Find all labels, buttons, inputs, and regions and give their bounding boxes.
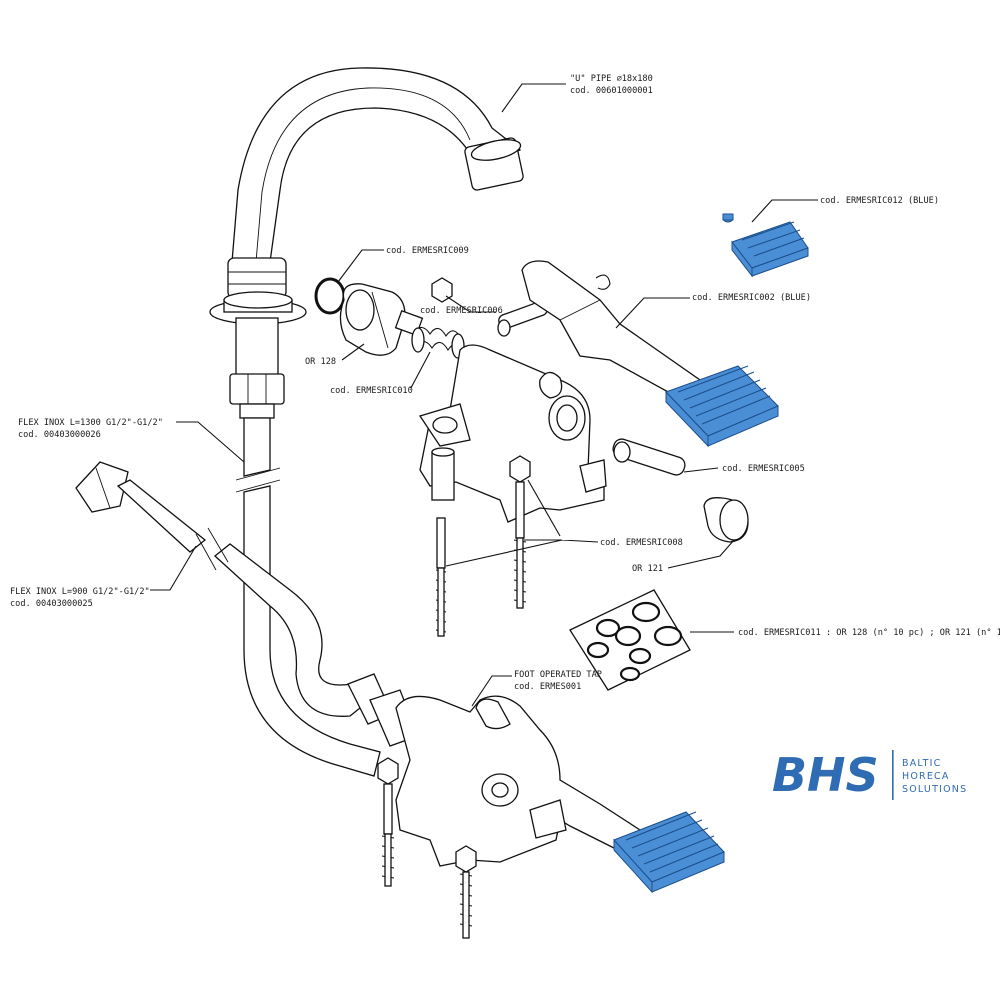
shaft-ermesric005 (612, 438, 686, 476)
screw-ermesric008-left (435, 517, 447, 637)
o-ring-kit-card (569, 589, 691, 691)
callout-foot-tap: FOOT OPERATED TAP cod. ERMES001 (514, 670, 602, 692)
logo-line-3: SOLUTIONS (902, 784, 967, 795)
logo-divider (892, 750, 894, 800)
spring-ermesric010 (411, 326, 465, 359)
callout-u-pipe-line1: "U" PIPE ⌀18x180 (570, 74, 653, 84)
spacer-sleeve (431, 447, 455, 501)
callout-u-pipe: "U" PIPE ⌀18x180 cod. 00601000001 (570, 74, 653, 96)
foot-operated-tap-assembled (347, 673, 641, 867)
screw-ermesric008-right (509, 455, 531, 609)
callout-flex-900: FLEX INOX L=900 G1/2"-G1/2" cod. 0040300… (10, 587, 150, 609)
plug-or121 (703, 497, 749, 543)
valve-cartridge (339, 283, 424, 356)
spout-nut-assembly (209, 257, 307, 419)
bhs-logo: BHS BALTIC HORECA SOLUTIONS (772, 748, 967, 802)
hex-nut-ermesric006 (431, 277, 453, 303)
callout-ermesric005: cod. ERMESRIC005 (722, 464, 805, 474)
callout-ermesric006: cod. ERMESRIC006 (420, 306, 503, 316)
logo-mark: BHS (772, 748, 879, 802)
callout-ermesric010: cod. ERMESRIC010 (330, 386, 413, 396)
callout-flex-1300-line1: FLEX INOX L=1300 G1/2"-G1/2" (18, 418, 163, 428)
callout-flex-1300-line2: cod. 00403000026 (18, 430, 101, 440)
screw-lower-right (455, 845, 477, 939)
pedal-pad-blue-lower (613, 811, 725, 894)
u-pipe (231, 67, 524, 263)
callout-ermesric008: cod. ERMESRIC008 (600, 538, 683, 548)
flex-hose-1300 (235, 417, 381, 777)
pedal-pad-blue-small (722, 213, 809, 278)
seal-ring-ermesric009 (314, 277, 346, 315)
valve-body (418, 344, 607, 523)
logo-line-1: BALTIC (902, 758, 941, 769)
callout-flex-900-line2: cod. 00403000025 (10, 599, 93, 609)
logo-line-2: HORECA (902, 771, 950, 782)
pedal-pad-blue-upper (665, 365, 779, 448)
callout-flex-900-line1: FLEX INOX L=900 G1/2"-G1/2" (10, 587, 150, 597)
callout-ermesric002: cod. ERMESRIC002 (BLUE) (692, 293, 811, 303)
callout-flex-1300: FLEX INOX L=1300 G1/2"-G1/2" cod. 004030… (18, 418, 163, 440)
screw-lower-left (377, 757, 399, 887)
callout-ermesric011: cod. ERMESRIC011 : OR 128 (n° 10 pc) ; O… (738, 628, 1000, 638)
callout-or121: OR 121 (632, 564, 663, 574)
callout-or128: OR 128 (305, 357, 336, 367)
flex-hose-900 (75, 461, 372, 717)
callout-ermesric009: cod. ERMESRIC009 (386, 246, 469, 256)
callout-u-pipe-line2: cod. 00601000001 (570, 86, 653, 96)
pedal-lever-ermesric002 (521, 260, 701, 405)
callout-ermesric012: cod. ERMESRIC012 (BLUE) (820, 196, 939, 206)
callout-foot-tap-line2: cod. ERMES001 (514, 682, 581, 692)
callout-foot-tap-line1: FOOT OPERATED TAP (514, 670, 602, 680)
leader-lines (150, 83, 818, 707)
